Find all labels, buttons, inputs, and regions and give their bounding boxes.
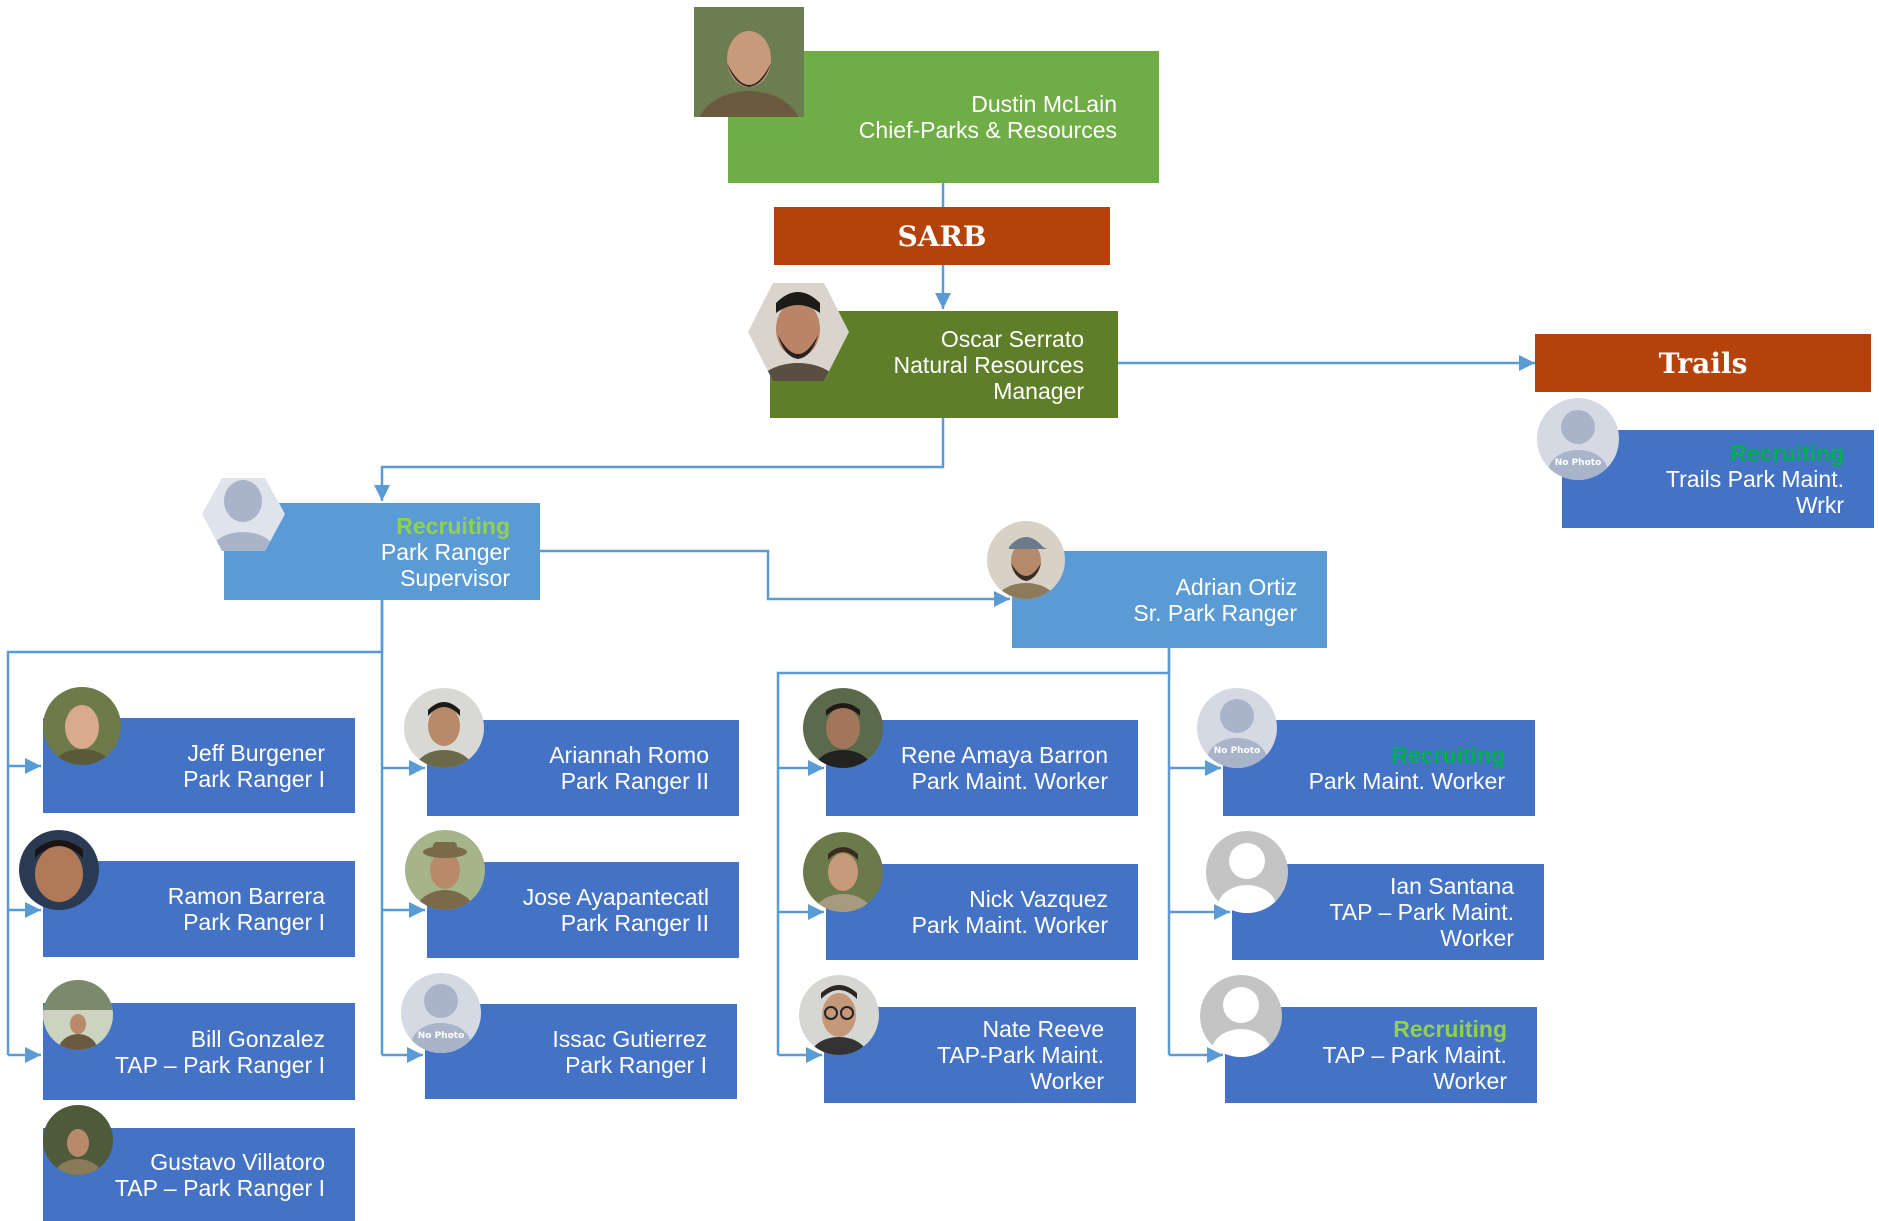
node-jose-name: Jose Ayapantecatl <box>522 884 709 910</box>
node-rene-name: Rene Amaya Barron <box>900 742 1108 768</box>
connector-arrowhead <box>407 1047 423 1063</box>
node-ian-title-1: TAP – Park Maint. <box>1329 899 1515 925</box>
no-photo-icon: No Photo <box>1537 398 1619 480</box>
no-photo-label: No Photo <box>417 1031 465 1041</box>
node-trails-title-1: Trails Park Maint. <box>1665 466 1844 492</box>
connector-arrowhead <box>25 758 41 774</box>
node-supervisor-title-1: Park Ranger <box>380 538 510 565</box>
person-placeholder-icon <box>202 478 285 551</box>
photo-oscar <box>748 283 849 381</box>
node-tap-title-2: Worker <box>1433 1068 1507 1094</box>
node-nick-name: Nick Vazquez <box>969 886 1108 912</box>
node-ariannah: Ariannah Romo Park Ranger II <box>427 720 739 816</box>
trails-label: Trails <box>1658 346 1748 380</box>
node-ian: Ian Santana TAP – Park Maint. Worker <box>1232 864 1544 960</box>
connector-arrowhead <box>1205 760 1221 776</box>
connector-arrowhead <box>1214 904 1230 920</box>
connector-supervisor-sr-ranger <box>540 549 1010 601</box>
node-manager-name: Oscar Serrato <box>940 325 1084 352</box>
node-issac-title: Park Ranger I <box>565 1051 707 1078</box>
trails-banner: Trails <box>1535 334 1871 392</box>
sarb-banner: SARB <box>774 207 1110 265</box>
photo-dustin <box>694 7 804 117</box>
photo-ramon <box>19 830 99 910</box>
node-bill-name: Bill Gonzalez <box>190 1025 325 1052</box>
node-ramon-name: Ramon Barrera <box>167 883 325 909</box>
recruiting-label: Recruiting <box>1391 742 1505 768</box>
node-ariannah-title: Park Ranger II <box>560 768 709 794</box>
node-nate-name: Nate Reeve <box>982 1016 1104 1042</box>
node-chief-name: Dustin McLain <box>971 91 1117 117</box>
node-gustavo-title: TAP – Park Ranger I <box>114 1174 325 1201</box>
connector-arrowhead <box>25 902 41 918</box>
photo-gustavo <box>43 1105 113 1175</box>
node-issac-name: Issac Gutierrez <box>552 1025 707 1052</box>
node-sr-ranger-title: Sr. Park Ranger <box>1133 599 1297 626</box>
connector-arrowhead <box>808 760 824 776</box>
node-jeff-title: Park Ranger I <box>183 765 325 792</box>
node-supervisor-title-2: Supervisor <box>400 564 510 591</box>
connector-manager-supervisor <box>380 418 945 501</box>
node-nate-title-1: TAP-Park Maint. <box>937 1042 1104 1068</box>
node-chief-title: Chief-Parks & Resources <box>858 117 1117 143</box>
photo-jeff <box>43 687 121 765</box>
node-tap-title-1: TAP – Park Maint. <box>1322 1042 1508 1068</box>
connector-arrowhead <box>1519 355 1535 371</box>
photo-adrian <box>987 521 1065 599</box>
node-trails-title-2: Wrkr <box>1795 492 1844 518</box>
node-jose-title: Park Ranger II <box>560 910 709 936</box>
node-sr-ranger-name: Adrian Ortiz <box>1175 573 1297 600</box>
node-ian-name: Ian Santana <box>1389 873 1514 899</box>
no-photo-icon: No Photo <box>401 973 481 1053</box>
photo-jose <box>405 830 485 910</box>
connector-arrowhead <box>808 904 824 920</box>
photo-nate <box>799 975 879 1055</box>
connector-arrowhead <box>409 760 425 776</box>
photo-nick <box>803 832 883 912</box>
node-gustavo-name: Gustavo Villatoro <box>150 1148 325 1175</box>
node-sr-ranger: Adrian Ortiz Sr. Park Ranger <box>1012 551 1327 648</box>
node-manager-title-2: Manager <box>993 377 1084 404</box>
recruiting-label: Recruiting <box>1730 440 1844 466</box>
generic-avatar-icon <box>1206 831 1288 913</box>
node-ariannah-name: Ariannah Romo <box>549 742 709 768</box>
connector-arrowhead <box>806 1047 822 1063</box>
connector-arrowhead <box>994 591 1010 607</box>
recruiting-label: Recruiting <box>396 512 510 539</box>
sarb-label: SARB <box>897 219 987 253</box>
connector-arrowhead <box>409 902 425 918</box>
node-rene-title: Park Maint. Worker <box>911 768 1108 794</box>
generic-avatar-icon <box>1200 975 1282 1057</box>
node-nate-title-2: Worker <box>1030 1068 1104 1094</box>
no-photo-label: No Photo <box>1554 458 1602 468</box>
no-photo-label: No Photo <box>1213 746 1261 756</box>
node-ramon-title: Park Ranger I <box>183 909 325 935</box>
node-ian-title-2: Worker <box>1440 925 1514 951</box>
photo-ariannah <box>404 688 484 768</box>
node-jose: Jose Ayapantecatl Park Ranger II <box>427 862 739 958</box>
node-manager-title-1: Natural Resources <box>893 351 1084 378</box>
node-jeff-name: Jeff Burgener <box>187 739 325 766</box>
connector-arrowhead <box>25 1047 41 1063</box>
no-photo-icon: No Photo <box>1197 688 1277 768</box>
photo-rene <box>803 688 883 768</box>
node-nick-title: Park Maint. Worker <box>911 912 1108 938</box>
recruiting-label: Recruiting <box>1393 1016 1507 1042</box>
connector-arrowhead <box>935 293 951 309</box>
node-bill-title: TAP – Park Ranger I <box>114 1051 325 1078</box>
node-pmw-title: Park Maint. Worker <box>1308 768 1505 794</box>
photo-bill <box>43 980 113 1050</box>
connector-arrowhead <box>1207 1047 1223 1063</box>
node-gustavo: Gustavo Villatoro TAP – Park Ranger I <box>43 1128 355 1221</box>
connector-arrowhead <box>374 485 390 501</box>
